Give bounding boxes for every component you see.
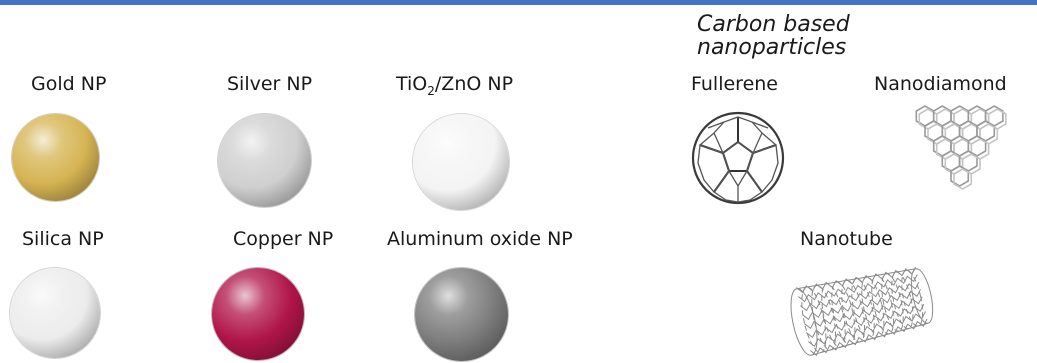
nanotube-zigzag bbox=[800, 281, 920, 312]
gold-np-sphere bbox=[12, 114, 99, 201]
label-gold-np: Gold NP bbox=[31, 73, 107, 95]
carbon-heading-line1: Carbon based bbox=[697, 12, 850, 37]
nanotube-zigzag bbox=[796, 266, 917, 294]
label-aluminum-oxide-np: Aluminum oxide NP bbox=[387, 228, 573, 250]
nanotube-ring bbox=[841, 279, 866, 343]
nanotube-ring bbox=[801, 286, 827, 354]
label-fullerene: Fullerene bbox=[691, 73, 778, 95]
diamond-hexagon-depth bbox=[953, 168, 973, 190]
nanotube-zigzag bbox=[804, 296, 923, 330]
label-copper-np: Copper NP bbox=[233, 228, 334, 250]
nanotube-zigzag bbox=[808, 311, 926, 347]
copper-np-sphere bbox=[212, 268, 304, 360]
nanotube-ring bbox=[901, 269, 924, 327]
nanotube-ring bbox=[871, 274, 895, 335]
silica-np-sphere bbox=[10, 268, 100, 358]
silver-np-sphere bbox=[218, 114, 311, 207]
nanotube-body bbox=[790, 266, 934, 356]
nanotube-zigzag bbox=[806, 303, 925, 338]
label-tio2-zno-np: TiO2/ZnO NP bbox=[396, 73, 514, 98]
label-silver-np: Silver NP bbox=[227, 73, 313, 95]
nanotube-zigzag bbox=[810, 318, 928, 356]
label-nanodiamond: Nanodiamond bbox=[874, 73, 1007, 95]
tio2-zno-np-sphere bbox=[413, 114, 509, 210]
nanotube-ring bbox=[861, 276, 885, 338]
fullerene-icon bbox=[691, 111, 785, 205]
nanotube-zigzag bbox=[802, 289, 921, 321]
label-silica-np: Silica NP bbox=[22, 228, 104, 250]
label-nanotube: Nanotube bbox=[800, 228, 893, 250]
nanotube-ring bbox=[851, 278, 875, 340]
nanotube-end-far bbox=[910, 268, 934, 324]
carbon-heading: Carbon based nanoparticles bbox=[697, 13, 850, 59]
nanodiamond-icon bbox=[915, 105, 1007, 190]
carbon-heading-line2: nanoparticles bbox=[697, 35, 847, 60]
nanotube-end-near bbox=[790, 288, 818, 356]
nanotube-ring bbox=[821, 283, 846, 348]
nanotube-ring bbox=[881, 273, 904, 332]
nanotube-ring bbox=[831, 281, 856, 346]
nanotube-icon bbox=[790, 266, 934, 356]
diamond-hexagon bbox=[950, 165, 970, 187]
aluminum-oxide-np-sphere bbox=[415, 268, 508, 361]
nanotube-ring bbox=[811, 284, 837, 351]
nanotube-zigzag bbox=[798, 274, 918, 303]
top-rule bbox=[0, 0, 1037, 5]
